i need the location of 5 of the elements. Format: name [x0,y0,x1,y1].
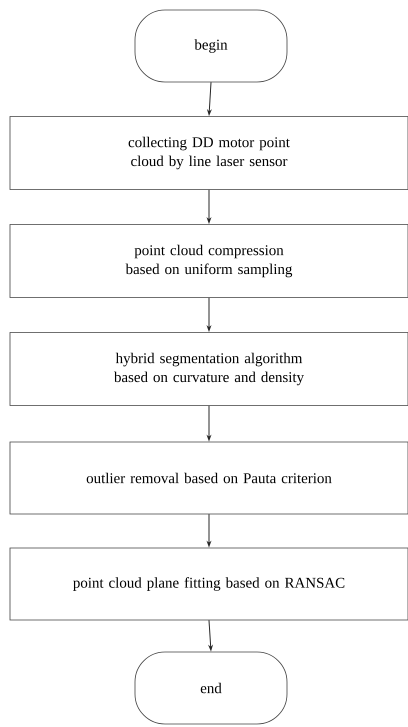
process-box: collecting DD motor point cloud by line laser sensor [10,116,408,190]
process-box: hybrid segmentation algorithm based on curvature and density [10,332,408,406]
process-box: point cloud plane fitting based on RANSAC [10,548,408,620]
process-box: outlier removal based on Pauta criterion [10,442,408,514]
process-box: point cloud compression based on uniform sampling [10,224,408,298]
